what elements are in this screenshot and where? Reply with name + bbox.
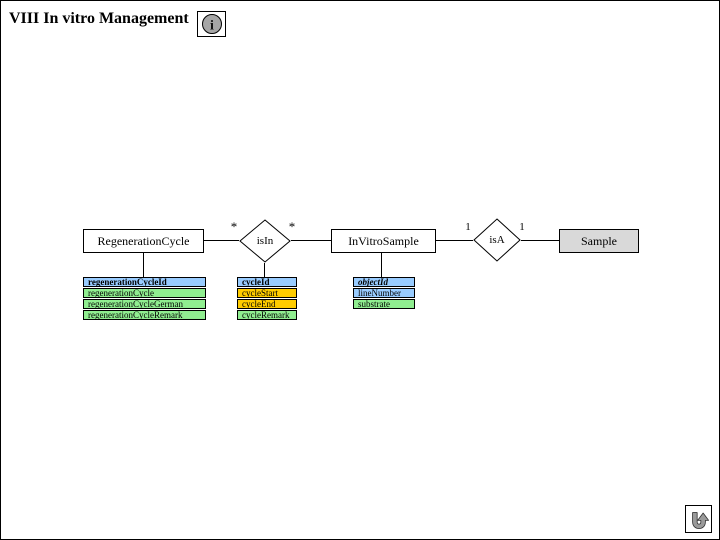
- cardinality-label: *: [230, 219, 238, 234]
- attribute-cycleRemark: cycleRemark: [237, 310, 297, 320]
- attribute-regenerationCycleRemark: regenerationCycleRemark: [83, 310, 206, 320]
- connector-line: [381, 253, 382, 277]
- connector-line: [521, 240, 559, 241]
- attribute-objectId: objectId: [353, 277, 415, 287]
- entity-sample: Sample: [559, 229, 639, 253]
- cardinality-label: 1: [519, 221, 525, 233]
- attribute-regenerationCycleGerman: regenerationCycleGerman: [83, 299, 206, 309]
- relationship-label: isA: [489, 234, 505, 246]
- connector-line: [436, 240, 473, 241]
- entity-label: InVitroSample: [348, 233, 419, 248]
- attribute-substrate: substrate: [353, 299, 415, 309]
- attribute-cycleId: cycleId: [237, 277, 297, 287]
- relationship-isin: isIn: [239, 219, 291, 263]
- attribute-lineNumber: lineNumber: [353, 288, 415, 298]
- cardinality-label: *: [288, 219, 296, 234]
- attribute-regenerationCycle: regenerationCycle: [83, 288, 206, 298]
- entity-label: Sample: [581, 233, 617, 248]
- connector-line: [204, 240, 239, 241]
- attribute-regenerationCycleId: regenerationCycleId: [83, 277, 206, 287]
- attribute-cycleStart: cycleStart: [237, 288, 297, 298]
- entity-label: RegenerationCycle: [97, 233, 190, 248]
- connector-line: [143, 253, 144, 277]
- svg-text:i: i: [210, 19, 214, 34]
- u-turn-back-icon: [688, 508, 710, 530]
- relationship-isa: isA: [473, 218, 521, 262]
- connector-line: [291, 240, 331, 241]
- info-icon: i: [201, 13, 223, 35]
- attribute-cycleEnd: cycleEnd: [237, 299, 297, 309]
- entity-regenerationcycle: RegenerationCycle: [83, 229, 204, 253]
- cardinality-label: 1: [465, 221, 471, 233]
- info-button[interactable]: i: [197, 11, 226, 37]
- entity-invitrosample: InVitroSample: [331, 229, 436, 253]
- back-button[interactable]: [685, 505, 712, 533]
- page-title: VIII In vitro Management: [9, 10, 189, 27]
- connector-line: [264, 263, 265, 277]
- relationship-label: isIn: [256, 235, 274, 247]
